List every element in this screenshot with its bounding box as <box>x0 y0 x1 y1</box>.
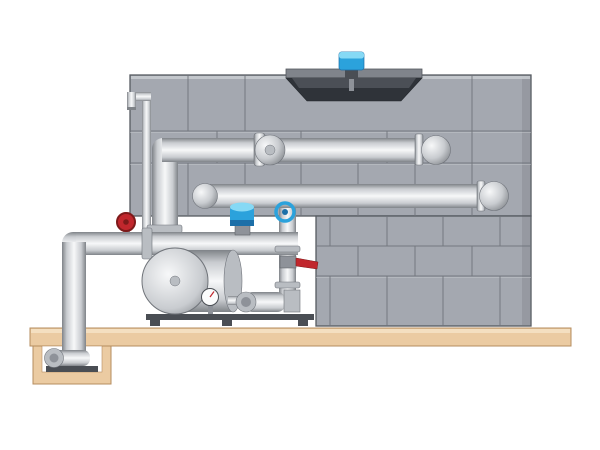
pump-volute <box>283 289 301 313</box>
skid-foot <box>298 320 308 326</box>
riser-flange <box>274 245 301 253</box>
handwheel-hub <box>123 219 129 225</box>
sensor-display-stripe <box>339 52 364 59</box>
suction-manifold-pipe <box>62 227 298 354</box>
tank-lower-section <box>315 215 532 327</box>
vent-riser <box>142 96 151 233</box>
blue-actuator-valve <box>230 202 254 236</box>
sensor-probe <box>349 78 354 91</box>
blue-handwheel-valve <box>274 201 296 223</box>
ball-pipe-cap <box>479 181 509 211</box>
actuator-cap <box>230 202 254 212</box>
vent-elbow <box>127 92 151 101</box>
valve-body <box>279 255 297 269</box>
platform-top-highlight <box>31 329 570 333</box>
motor-fan-hub <box>49 353 59 363</box>
sensor-base <box>345 70 358 79</box>
pipe-run <box>162 138 422 162</box>
actuator-band <box>230 220 254 226</box>
red-lever-valve <box>279 255 319 270</box>
red-handwheel-valve <box>116 212 136 234</box>
gauge-stem <box>208 303 213 314</box>
separator-vessel <box>141 247 243 315</box>
pipe-flange <box>141 227 153 260</box>
ball-pipe-cap <box>421 135 451 165</box>
pump-skid <box>141 201 319 326</box>
skid-foot <box>222 320 232 326</box>
riser-body <box>152 150 178 233</box>
vent-pipe <box>127 92 151 233</box>
gauge-needle <box>209 291 215 298</box>
upper-distribution-pipe <box>162 132 451 167</box>
vent-downturn <box>127 92 136 110</box>
piping <box>62 92 509 354</box>
pump-base-plate <box>46 366 98 372</box>
skid-base-rail <box>146 314 314 320</box>
drop-pipe <box>62 242 86 354</box>
concrete-platform <box>29 327 572 347</box>
pipe-end-cap <box>192 183 218 209</box>
flange-hub <box>264 144 276 156</box>
motor-fan-hub <box>241 297 251 307</box>
vessel-hub <box>169 275 181 287</box>
tank-right-shade <box>522 76 530 325</box>
valve-lever <box>295 257 319 270</box>
skid-foot <box>150 320 160 326</box>
vent-open-end <box>127 107 136 110</box>
pipe-run <box>76 232 298 255</box>
valve-handwheel <box>274 201 296 223</box>
handwheel-hub <box>282 209 288 215</box>
skid-pump <box>235 289 301 313</box>
pressure-gauge <box>201 288 219 314</box>
level-sensor <box>338 51 365 91</box>
riser-flange <box>274 281 301 289</box>
sump-pump <box>44 348 98 372</box>
